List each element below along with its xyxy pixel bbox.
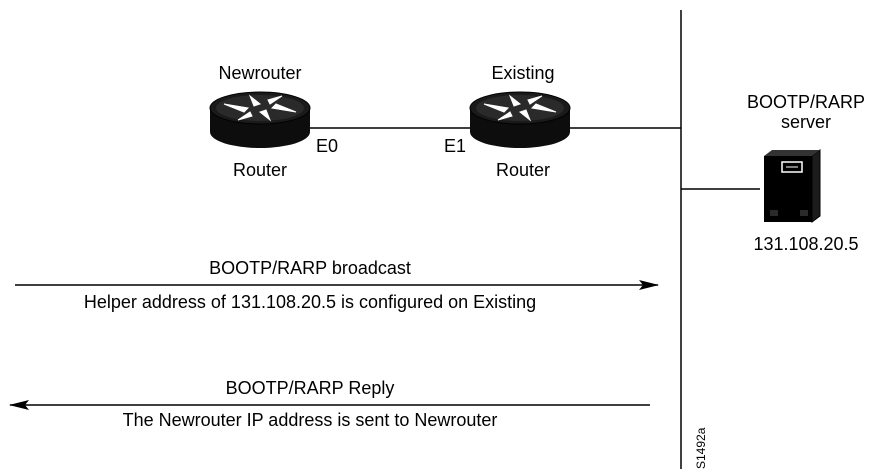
figure-id: S1492a (694, 427, 708, 469)
server-icon (764, 149, 821, 223)
router-name-newrouter: Newrouter (218, 63, 302, 83)
router-caption: Router (495, 160, 551, 180)
server-ip: 131.108.20.5 (753, 234, 859, 254)
router-caption: Router (232, 160, 288, 180)
server-title-line2: server (780, 112, 832, 132)
server-title: BOOTP/RARP (746, 92, 866, 112)
router-name-existing: Existing (491, 63, 555, 83)
reply-title: BOOTP/RARP Reply (225, 378, 395, 398)
reply-detail: The Newrouter IP address is sent to Newr… (122, 410, 498, 430)
port-label-e0: E0 (316, 136, 339, 156)
router-icon (209, 91, 311, 148)
port-label-e1: E1 (444, 136, 467, 156)
broadcast-title: BOOTP/RARP broadcast (209, 258, 411, 278)
router-icon (469, 91, 571, 148)
broadcast-detail: Helper address of 131.108.20.5 is config… (83, 292, 537, 312)
